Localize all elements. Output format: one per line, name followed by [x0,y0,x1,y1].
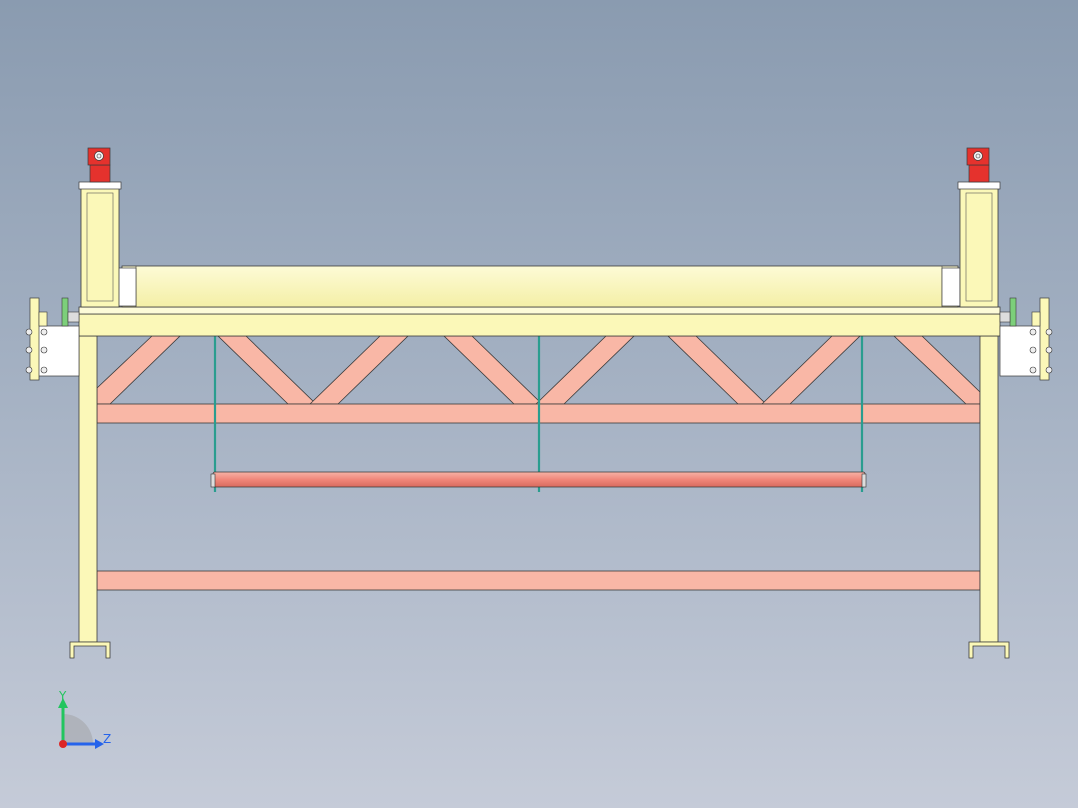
motor-left[interactable] [87,147,111,183]
foot-right [968,641,1010,659]
hanger-rods [213,336,864,492]
motor-bolt [973,151,983,161]
truss-diagonal [761,335,861,405]
truss-diagonal [309,335,409,405]
y-axis-label: Y [58,689,67,703]
side-bearing-left[interactable] [25,297,80,381]
leg-right [979,335,999,643]
truss-diagonal [892,335,981,405]
x-axis-dot [59,740,67,748]
top-plate [78,306,1001,315]
side-bearing-right[interactable] [999,297,1053,381]
z-axis-label: Z [103,732,111,746]
bottom-crossbar [96,570,981,591]
post-cap-left [78,181,122,190]
post-right-inner [965,192,993,302]
roller-drum [121,265,959,308]
orientation-triad[interactable]: Y Z [58,689,111,749]
post-left [80,186,120,308]
top-beam [78,313,1001,337]
motor-body [89,164,111,183]
truss-diagonal [443,335,543,405]
motor-body [968,164,990,183]
hanging-tube [212,471,866,488]
foot-left [69,641,111,659]
tube-end-cap [861,473,867,488]
roller-bearing-left [117,267,137,307]
truss-diagonal [667,335,767,405]
motor-right[interactable] [966,147,990,183]
post-left-inner [86,192,114,302]
motor-bolt [94,151,104,161]
triad-quadrant [63,714,93,744]
leg-left [78,335,98,643]
post-right [959,186,999,308]
roller-bearing-right [941,267,961,307]
truss-diagonal [217,335,317,405]
post-cap-right [957,181,1001,190]
truss-diagonal [535,335,635,405]
tube-end-cap [210,473,216,488]
truss-diagonal [96,335,181,405]
